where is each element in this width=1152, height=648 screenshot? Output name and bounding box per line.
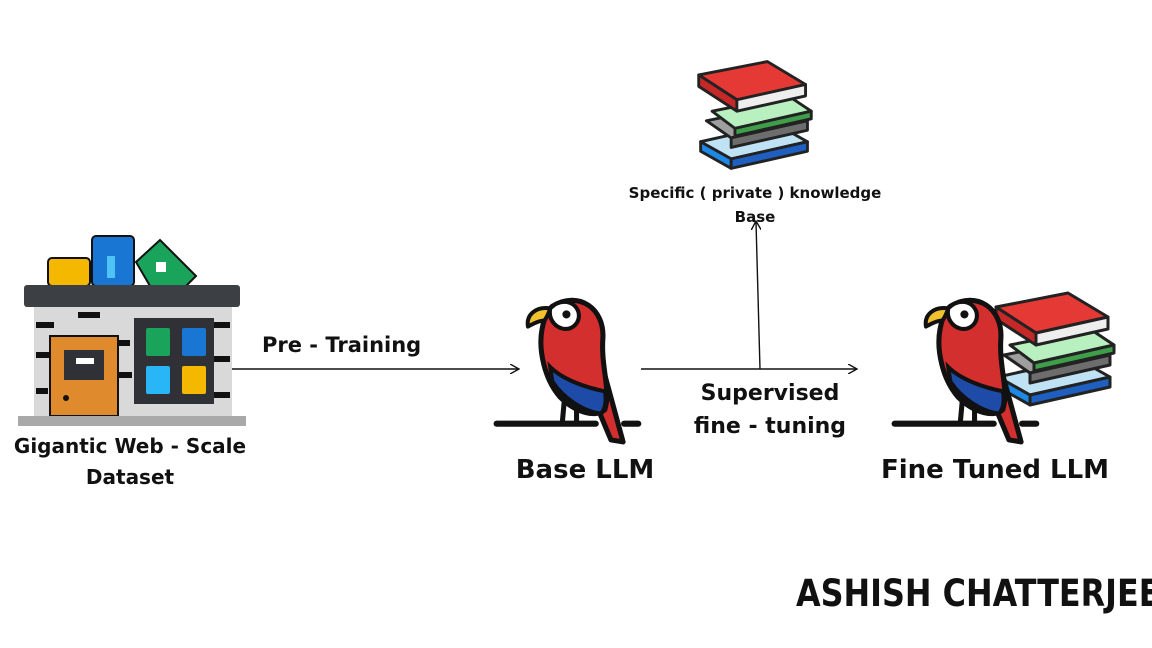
finetuned-llm-label: Fine Tuned LLM [880, 455, 1110, 485]
dataset-label-line2: Dataset [85, 465, 175, 489]
base-llm-label: Base LLM [515, 455, 655, 485]
dataset-building-icon [18, 235, 246, 426]
knowledge-arrow [756, 222, 760, 370]
sft-label-line1: Supervised [700, 381, 840, 406]
dataset-label-line1: Gigantic Web - Scale [13, 434, 247, 458]
finetuned-books-icon [994, 291, 1116, 407]
knowledge-label-line2: Base [734, 208, 776, 226]
sft-label-line2: fine - tuning [693, 414, 847, 439]
dataset-label: Gigantic Web - Scale Dataset [10, 431, 250, 493]
knowledge-books-icon [697, 60, 813, 170]
knowledge-label-line1: Specific ( private ) knowledge [628, 184, 882, 202]
pretraining-label: Pre - Training [262, 333, 422, 357]
author-signature: ASHISH CHATTERJEE [796, 572, 1152, 615]
knowledge-base-label: Specific ( private ) knowledge Base [610, 181, 900, 229]
sft-label: Supervised fine - tuning [690, 377, 850, 443]
base-llm-parrot-icon [494, 300, 642, 442]
